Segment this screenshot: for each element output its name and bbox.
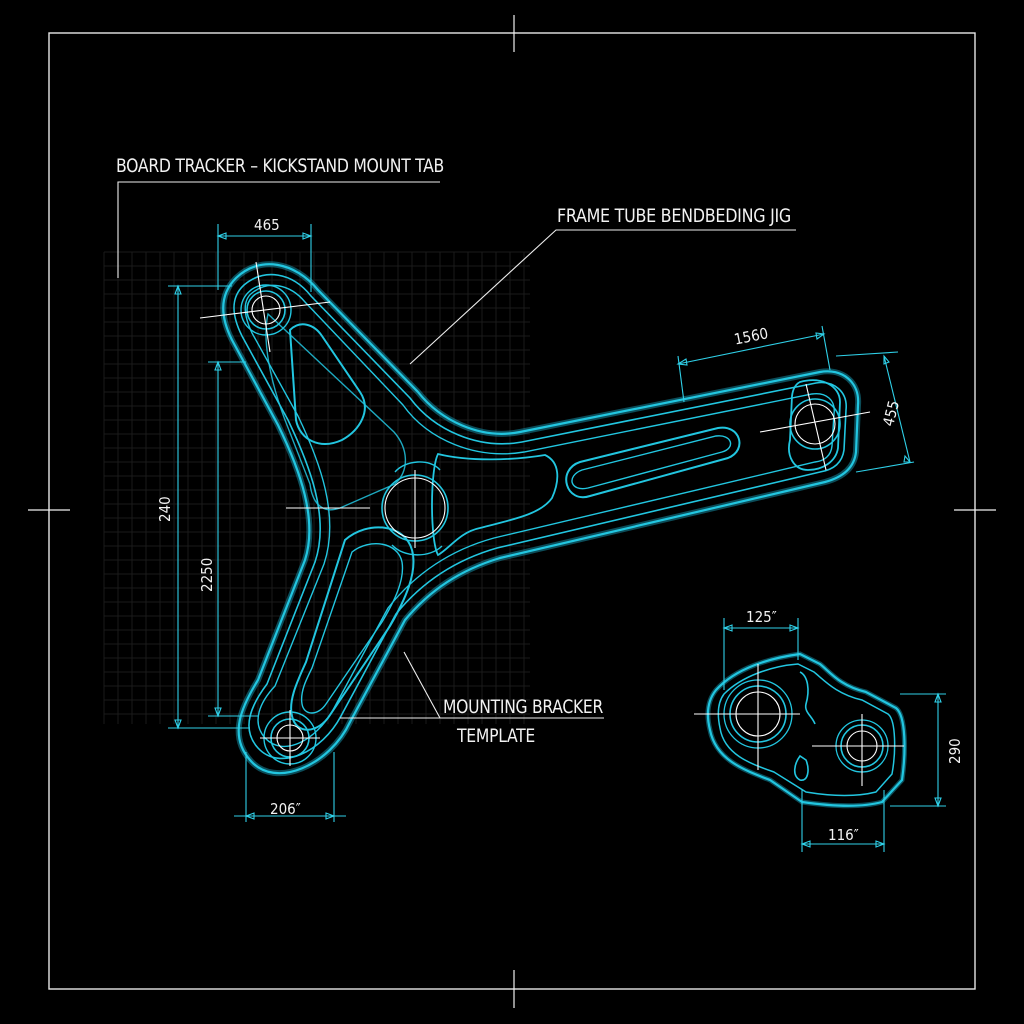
dim-bottom-width: 206″ bbox=[270, 800, 301, 818]
dim-top-width: 465 bbox=[254, 216, 280, 234]
dim-small-top-width: 125″ bbox=[746, 608, 777, 626]
text-labels: BOARD TRACKER – KICKSTAND MOUNT TAB FRAM… bbox=[116, 155, 964, 844]
dim-arm-length: 1560 bbox=[733, 324, 770, 348]
frame-jig-label: FRAME TUBE BENDBEDING JIG bbox=[557, 205, 791, 227]
dim-small-bottom-width: 116″ bbox=[828, 826, 859, 844]
bracket-label-line1: MOUNTING BRACKER bbox=[443, 696, 603, 718]
dim-arm-end-height: 455 bbox=[879, 399, 903, 428]
border-center-ticks bbox=[28, 15, 996, 1008]
dim-small-height: 290 bbox=[946, 738, 964, 764]
dim-overall-height: 240 bbox=[156, 496, 174, 522]
leader-lines bbox=[117, 181, 796, 719]
dim-inner-height: 2250 bbox=[198, 558, 216, 592]
main-bracket-part bbox=[199, 261, 871, 777]
bracket-label-line2: TEMPLATE bbox=[456, 725, 535, 747]
small-bracket-part bbox=[694, 651, 907, 809]
title-label: BOARD TRACKER – KICKSTAND MOUNT TAB bbox=[116, 155, 444, 177]
background-grid bbox=[103, 251, 530, 724]
drawing-border bbox=[48, 32, 976, 990]
dimension-lines bbox=[168, 224, 946, 852]
